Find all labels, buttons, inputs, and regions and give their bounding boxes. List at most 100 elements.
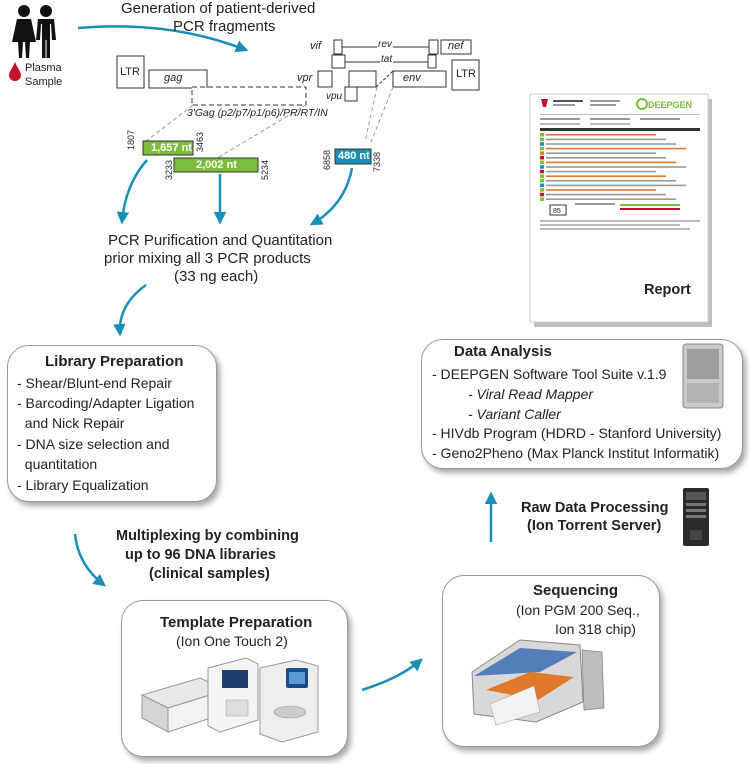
fragment-1-bar [142, 140, 194, 156]
analysis-line2: - Viral Read Mapper [468, 386, 594, 402]
vpr-box [317, 70, 333, 88]
arrow-template-to-sequencing [361, 658, 423, 692]
report-row-line [546, 161, 676, 164]
plasma-label-line2: Sample [25, 76, 63, 88]
report-row-marker [540, 133, 544, 137]
env-box-left [348, 70, 377, 88]
report-row-marker [540, 197, 544, 201]
report-row-line [546, 143, 676, 145]
arrow-frag3-to-pcr [309, 167, 354, 226]
report-row-line [546, 175, 666, 177]
fragment-1-label: 1,657 nt [151, 142, 192, 154]
tat-label: tat [380, 54, 394, 65]
multiplex-line3: (clinical samples) [149, 566, 270, 582]
genome-map [116, 39, 480, 161]
gag-label: gag [164, 72, 183, 84]
fragment-2-start: 3233 [164, 159, 174, 180]
library-preparation-box [7, 345, 217, 502]
vpr-label: vpr [297, 72, 313, 84]
multiplex-line2: up to 96 DNA libraries [125, 547, 276, 563]
template-title: Template Preparation [160, 614, 313, 631]
report-row-line [546, 138, 666, 141]
report-logo-text: DEEPGEN [648, 100, 692, 110]
env-box [392, 70, 447, 88]
report-row-marker [540, 160, 544, 165]
sequencing-title: Sequencing [533, 582, 619, 599]
library-item-6: - Library Equalization [17, 477, 149, 493]
ltr-right-box [451, 59, 480, 91]
report-row-marker [540, 179, 544, 183]
fragment-3-bar [334, 148, 372, 165]
blood-drop-icon [9, 62, 21, 81]
generation-title-line2: PCR fragments [173, 18, 276, 35]
fragment-1-start: 1807 [126, 129, 136, 150]
report-row-line [546, 184, 686, 187]
report-row-marker [540, 142, 544, 146]
pcr-line3: (33 ng each) [174, 268, 259, 285]
report-row-marker [540, 192, 544, 197]
report-row-line [546, 193, 666, 196]
fragment-2-label: 2,002 nt [196, 159, 237, 171]
gag-box [148, 69, 208, 89]
tat-right-box [427, 54, 437, 69]
report-row-line [546, 157, 666, 159]
sequencing-line1: (Ion PGM 200 Seq., [516, 602, 640, 618]
report-row-marker [540, 146, 544, 151]
rev-right-box [428, 39, 439, 55]
library-item-1: - Shear/Blunt-end Repair [17, 375, 172, 391]
fragment-3-start: 6858 [322, 149, 332, 170]
report-score: 85 [553, 208, 561, 215]
pol-region-box [191, 86, 307, 106]
server-icon [683, 488, 709, 546]
nef-label: nef [448, 40, 464, 52]
library-item-2: - Barcoding/Adapter Ligation [17, 395, 195, 411]
arrow-frag1-to-pcr [116, 159, 148, 225]
arrow-pcr-to-library [113, 283, 147, 337]
tat-left-box [331, 54, 346, 69]
ltr-left-box [116, 55, 145, 89]
arrow-library-to-template [73, 533, 106, 587]
library-item-5: quantitation [17, 456, 98, 472]
analysis-line4: - HIVdb Program (HDRD - Stanford Univers… [432, 425, 722, 441]
report-row-line [546, 198, 676, 200]
report-label: Report [644, 282, 691, 298]
patients-icon [12, 5, 56, 58]
nef-box [440, 39, 472, 55]
ltr-right-label: LTR [456, 68, 476, 80]
vif-label: vif [310, 40, 321, 52]
vpu-label: vpu [326, 91, 343, 102]
fragment-3-end: 7338 [372, 151, 382, 172]
multiplex-line1: Multiplexing by combining [116, 528, 299, 544]
library-item-3: and Nick Repair [17, 415, 125, 431]
report-document: DEEPGEN 85 [529, 93, 712, 327]
fragment-2-end: 5234 [260, 159, 270, 180]
fragment-3-label: 480 nt [338, 150, 370, 162]
report-row-line [546, 152, 656, 154]
report-row-line [546, 180, 676, 182]
sequencing-box [442, 575, 660, 747]
analysis-line1: - DEEPGEN Software Tool Suite v.1.9 [432, 366, 667, 382]
report-row-marker [540, 165, 544, 169]
sequencing-line2: Ion 318 chip) [555, 621, 636, 637]
raw-processing-line1: Raw Data Processing [521, 500, 669, 516]
arrow-sample-to-genome [77, 25, 249, 53]
plasma-label-line1: Plasma [25, 62, 62, 74]
report-row-marker [540, 169, 544, 174]
fragment-2-bar [173, 157, 259, 173]
report-row-marker [540, 188, 544, 192]
region-label: 3'Gag (p2/p7/p1/p6)/PR/RT/IN [187, 107, 328, 119]
analysis-line3: - Variant Caller [468, 406, 561, 422]
report-row-line [546, 170, 656, 173]
analysis-title: Data Analysis [454, 343, 552, 360]
report-row-line [546, 189, 656, 191]
report-row-marker [540, 183, 544, 188]
report-row-line [546, 166, 686, 168]
library-item-4: - DNA size selection and [17, 436, 170, 452]
report-row-line [546, 147, 686, 150]
library-title: Library Preparation [45, 353, 184, 370]
report-row-marker [540, 156, 544, 160]
pcr-line2: prior mixing all 3 PCR products [104, 250, 311, 267]
raw-processing-line2: (Ion Torrent Server) [527, 518, 662, 534]
